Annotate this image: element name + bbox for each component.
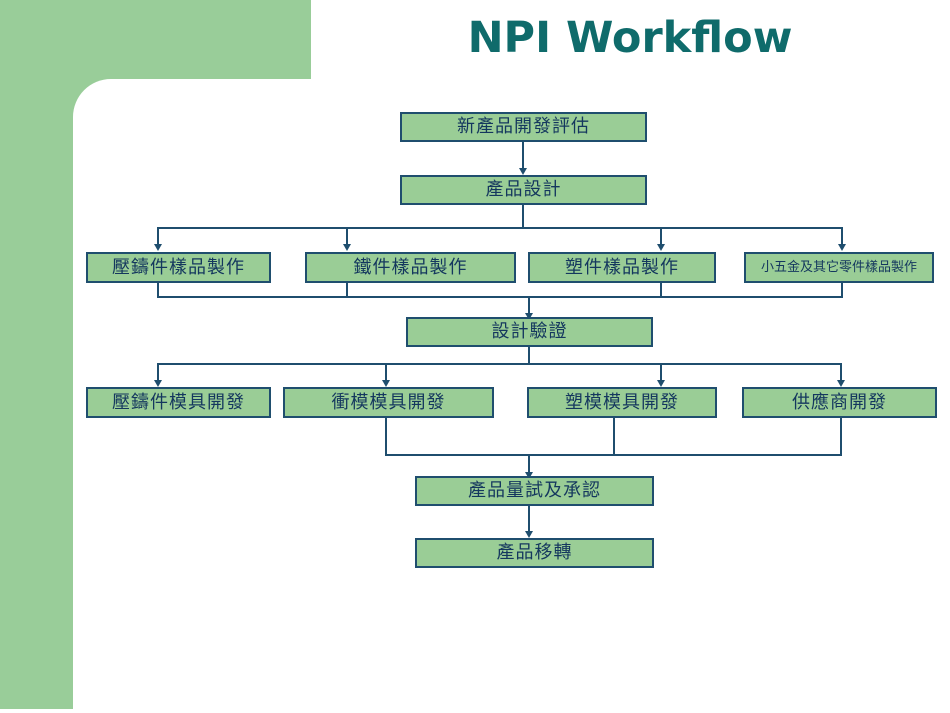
- decoration-left-column: [0, 0, 73, 709]
- node-plastic-part-sample-production[interactable]: 塑件樣品製作: [528, 252, 716, 283]
- edge-n6-n7-line: [528, 506, 530, 534]
- node-plastic-mold-development[interactable]: 塑模模具開發: [527, 387, 717, 418]
- node-die-casting-sample-production[interactable]: 壓鑄件樣品製作: [86, 252, 271, 283]
- edge-bus-to-n5b-arrow: [382, 380, 390, 387]
- edge-merge-to-n6-arrow: [525, 472, 533, 479]
- node-product-design[interactable]: 產品設計: [400, 175, 647, 205]
- node-design-verification[interactable]: 設計驗證: [406, 317, 653, 347]
- node-die-casting-mold-development[interactable]: 壓鑄件模具開發: [86, 387, 271, 418]
- edge-row3-distribution-bus: [157, 227, 843, 229]
- edge-bus-to-n3c-arrow: [657, 244, 665, 251]
- node-hardware-and-other-parts-sample-production[interactable]: 小五金及其它零件樣品製作: [744, 252, 934, 283]
- edge-n3d-to-merge: [841, 283, 843, 297]
- node-mass-production-trial-and-approval[interactable]: 產品量試及承認: [415, 476, 654, 506]
- edge-merge-to-n6-line: [528, 454, 530, 475]
- node-product-transfer[interactable]: 產品移轉: [415, 538, 654, 568]
- edge-n6-n7-arrow: [525, 531, 533, 538]
- edge-row5-merge-bus: [385, 454, 842, 456]
- node-iron-part-sample-production[interactable]: 鐵件樣品製作: [305, 252, 516, 283]
- edge-n3a-to-merge: [157, 283, 159, 297]
- node-stamping-mold-development[interactable]: 衝模模具開發: [283, 387, 494, 418]
- edge-n4-bus-stem: [528, 347, 530, 365]
- edge-bus-to-n5b-line: [385, 363, 387, 382]
- edge-row3-merge-bus: [157, 296, 843, 298]
- node-supplier-development[interactable]: 供應商開發: [742, 387, 937, 418]
- edge-n5c-to-merge: [613, 418, 615, 455]
- edge-bus-to-n3a-arrow: [154, 244, 162, 251]
- decoration-rounded-corner: [73, 79, 111, 117]
- edge-n1-n2-line: [522, 142, 524, 171]
- edge-bus-to-n5c-arrow: [657, 380, 665, 387]
- edge-n5d-to-merge: [840, 418, 842, 455]
- edge-n3b-to-merge: [346, 283, 348, 297]
- edge-bus-to-n5d-arrow: [837, 380, 845, 387]
- edge-bus-to-n3d-arrow: [838, 244, 846, 251]
- edge-n3c-to-merge: [660, 283, 662, 297]
- edge-row5-distribution-bus: [157, 363, 840, 365]
- edge-bus-to-n3d-line: [841, 227, 843, 246]
- edge-bus-to-n5d-line: [840, 363, 842, 382]
- edge-bus-to-n3b-line: [346, 227, 348, 246]
- edge-bus-to-n3a-line: [157, 227, 159, 246]
- edge-bus-to-n5a-line: [157, 363, 159, 382]
- page-title: NPI Workflow: [467, 13, 793, 63]
- edge-bus-to-n5a-arrow: [154, 380, 162, 387]
- node-new-product-development-evaluation[interactable]: 新產品開發評估: [400, 112, 647, 142]
- edge-merge-to-n4-arrow: [525, 313, 533, 320]
- edge-n5b-to-merge: [385, 418, 387, 455]
- edge-n2-bus-stem: [522, 205, 524, 229]
- edge-bus-to-n3c-line: [660, 227, 662, 246]
- edge-n1-n2-arrow: [519, 168, 527, 175]
- edge-bus-to-n5c-line: [660, 363, 662, 382]
- edge-merge-to-n4-line: [528, 296, 530, 316]
- edge-bus-to-n3b-arrow: [343, 244, 351, 251]
